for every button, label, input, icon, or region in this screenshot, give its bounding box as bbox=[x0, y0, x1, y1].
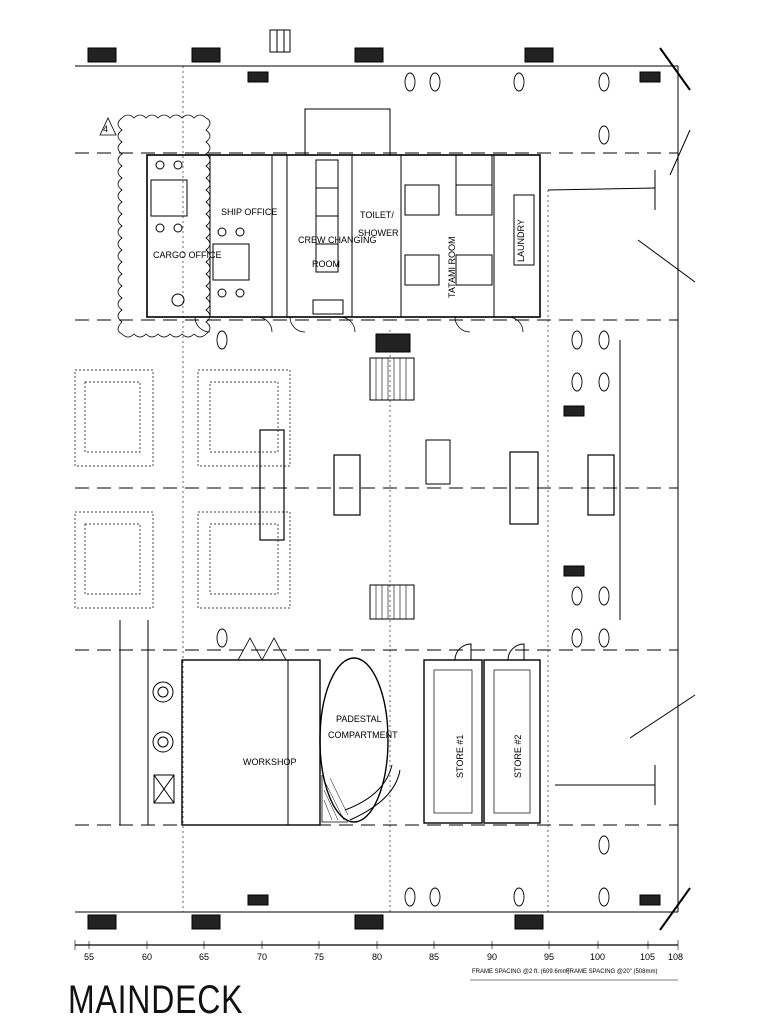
frame-tick-85: 85 bbox=[429, 952, 439, 962]
frame-spacing-note-1: FRAME SPACING @2 ft. (609.6mm) bbox=[472, 969, 570, 975]
drawing-title: MAINDECK bbox=[68, 978, 244, 1022]
frame-tick-70: 70 bbox=[257, 952, 267, 962]
label-toilet-1: TOILET/ bbox=[360, 210, 394, 220]
label-store-2: STORE #2 bbox=[513, 735, 523, 778]
frame-tick-65: 65 bbox=[199, 952, 209, 962]
label-laundry: LAUNDRY bbox=[516, 219, 526, 262]
frame-tick-80: 80 bbox=[372, 952, 382, 962]
label-workshop: WORKSHOP bbox=[243, 757, 297, 767]
frame-tick-90: 90 bbox=[487, 952, 497, 962]
label-crew-changing-2: ROOM bbox=[312, 259, 340, 269]
label-crew-changing-1: CREW CHANGING bbox=[298, 235, 377, 245]
frame-tick-100: 100 bbox=[590, 952, 605, 962]
frame-tick-55: 55 bbox=[84, 952, 94, 962]
label-toilet-2: SHOWER bbox=[358, 228, 399, 238]
label-ship-office: SHIP OFFICE bbox=[221, 207, 277, 217]
label-pedestal-2: COMPARTMENT bbox=[328, 730, 398, 740]
frame-tick-75: 75 bbox=[314, 952, 324, 962]
frame-tick-108: 108 bbox=[668, 952, 683, 962]
frame-tick-105: 105 bbox=[640, 952, 655, 962]
frame-spacing-note-2: FRAME SPACING @20" (508mm) bbox=[566, 969, 657, 975]
marker-label: 4 bbox=[103, 124, 108, 134]
frame-tick-60: 60 bbox=[142, 952, 152, 962]
label-pedestal-1: PADESTAL bbox=[336, 714, 382, 724]
label-cargo-office: CARGO OFFICE bbox=[153, 250, 222, 260]
label-tatami: TATAMI ROOM bbox=[447, 237, 457, 299]
label-store-1: STORE #1 bbox=[455, 735, 465, 778]
frame-tick-95: 95 bbox=[544, 952, 554, 962]
